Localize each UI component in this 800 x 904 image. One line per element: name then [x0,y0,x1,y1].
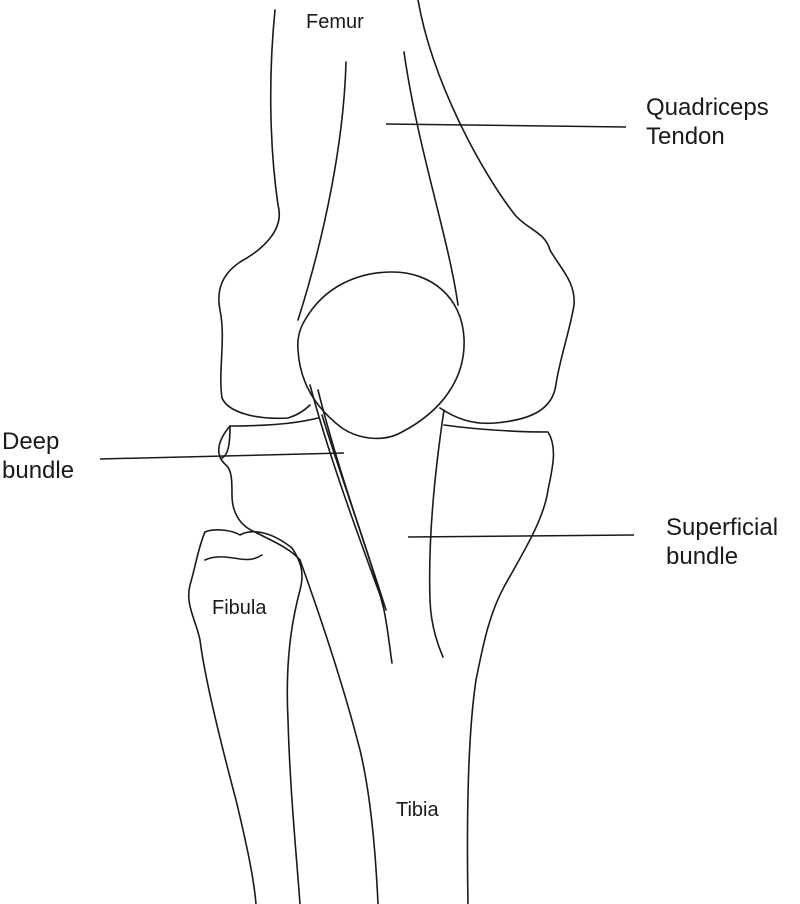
deep-bundle-label-line-1: Deep [2,428,60,455]
femur-label: Femur [306,11,364,33]
fibula-label: Fibula [212,597,267,619]
superficial-bundle-left-line [321,414,393,664]
superficial-bundle-label-line-1: Superficial [666,514,779,541]
superficial-bundle-label-line-2: bundle [666,542,739,570]
tibia-plateau-line [221,425,231,459]
deep-bundle-label: Deep bundle [2,428,74,486]
patella-outline [297,271,465,440]
superficial-bundle-right-line [428,409,445,658]
superficial-bundle-label: Superficial bundle [666,514,778,572]
femur-outline [218,9,311,420]
quadriceps-tendon-leader [385,123,627,128]
superficial-bundle-leader [407,534,635,538]
deep-bundle-label-line-2: bundle [2,456,75,484]
fibula-outline [204,529,303,904]
fibula-head-outline [188,531,257,904]
quadriceps-tendon-label: Quadriceps Tendon [646,94,769,152]
quadriceps-tendon-label-line-2: Tendon [646,122,725,150]
deep-bundle-leader [99,452,345,460]
femur-lateral-outline [417,0,575,425]
femur-inner-left-line [297,61,347,321]
tibia-plateau-outline [218,417,319,561]
deep-bundle-line-2 [317,389,387,611]
tibia-lateral-outline [443,424,555,904]
quadriceps-tendon-label-line-1: Quadriceps [646,94,769,121]
deep-bundle-line-1 [309,384,385,607]
tibia-medial-outline [299,559,379,904]
femur-inner-right-line [403,51,459,306]
fibula-head-crest [204,554,263,561]
tibia-label: Tibia [396,799,439,821]
